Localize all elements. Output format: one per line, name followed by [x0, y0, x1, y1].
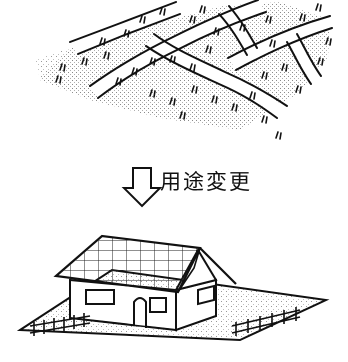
land-use-change-label: 用途変更: [160, 170, 252, 194]
house-on-lot: [16, 234, 330, 342]
rice-field: [36, 0, 333, 140]
down-arrow-icon: [121, 167, 163, 208]
